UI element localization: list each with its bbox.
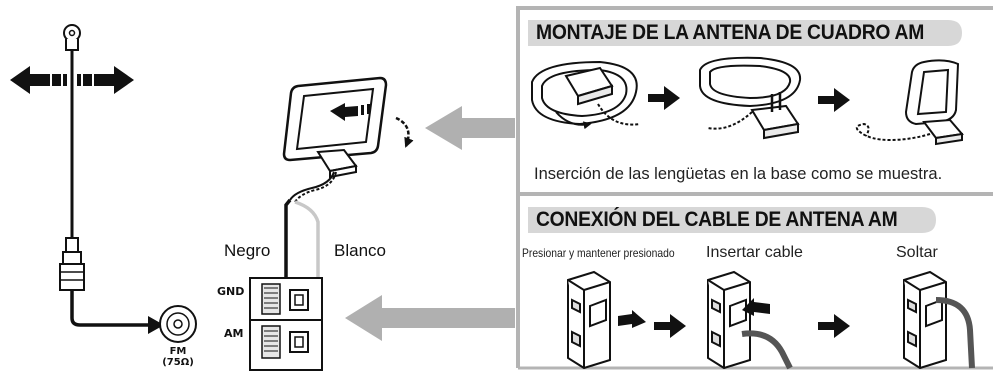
step-arrow-2 (818, 88, 850, 112)
rotate-arrow-icon (395, 116, 414, 148)
assembly-title-bar (528, 20, 962, 46)
right-panel (516, 6, 993, 370)
fm-impedance-label: (75Ω) (162, 356, 194, 368)
am-loop-antenna (282, 76, 388, 203)
black-wire-label: Negro (224, 241, 271, 260)
assembly-step-3 (855, 59, 964, 146)
step-arrow-4 (818, 314, 850, 338)
ring-terminal-icon (63, 24, 81, 42)
white-wire (294, 200, 320, 342)
fm-terminal-label: FM (75Ω) (158, 346, 198, 368)
assembly-caption: Inserción de las lengüetas en la base co… (534, 165, 943, 183)
fm-label: FM (169, 346, 187, 357)
assembly-step-1 (531, 60, 641, 130)
white-wire-label: Blanco (334, 241, 386, 260)
step-label-insert: Insertar cable (706, 244, 803, 261)
fm-cable-arrow (148, 316, 164, 334)
connection-title-bar (528, 207, 936, 233)
insert-arrow-icon (742, 298, 770, 316)
am-terminal-block (249, 277, 323, 371)
connection-step-insert (707, 270, 793, 370)
slide-direction-arrow-icon (330, 103, 370, 121)
connection-title: CONEXIÓN DEL CABLE DE ANTENA AM (536, 208, 898, 231)
step-arrow-1 (648, 86, 680, 110)
step-label-press: Presionar y mantener presionado (522, 246, 675, 260)
step-arrow-3 (654, 314, 686, 338)
connection-step-release (903, 270, 975, 370)
step-label-release: Soltar (896, 244, 938, 261)
assembly-step-2 (699, 56, 802, 140)
press-arrow-icon (618, 310, 646, 328)
assembly-title: MONTAJE DE LA ANTENA DE CUADRO AM (536, 21, 925, 44)
am-terminal-label: AM (224, 327, 244, 340)
fm-jack-icon (159, 305, 197, 343)
gray-arrow-to-terminal (345, 295, 515, 341)
fm-antenna (59, 24, 150, 327)
connection-step-press (567, 270, 611, 370)
gnd-terminal-label: GND (217, 285, 245, 298)
extend-wire-arrow-icon (10, 66, 134, 94)
gray-arrow-to-antenna (425, 106, 515, 150)
